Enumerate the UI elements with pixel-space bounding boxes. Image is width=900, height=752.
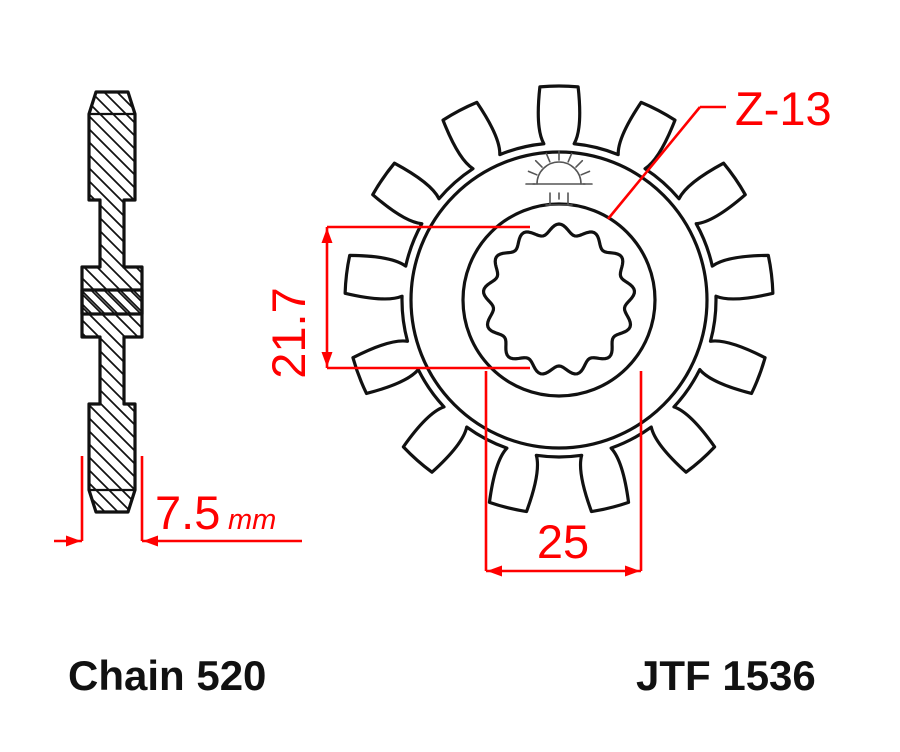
- hatch-stroke: [432, 280, 674, 522]
- dimension-annotations: [54, 105, 726, 577]
- hatch-stroke: [132, 92, 142, 314]
- hatch-stroke: [211, 280, 453, 522]
- surface-finish-ray: [567, 152, 573, 163]
- hatch-stroke: [82, 92, 142, 314]
- hatch-stroke: [82, 290, 142, 512]
- hatch-stroke: [82, 290, 129, 512]
- hatch-stroke: [302, 280, 544, 522]
- hatch-stroke: [341, 280, 583, 522]
- width-arrow-right: [625, 565, 640, 577]
- hatch-stroke: [289, 280, 531, 522]
- part-number-caption: JTF 1536: [636, 652, 816, 699]
- surface-finish-arc: [536, 161, 582, 185]
- hatch-stroke: [224, 280, 466, 522]
- hatch-stroke: [82, 290, 142, 512]
- hatch-stroke: [82, 290, 116, 512]
- hatch-stroke: [393, 82, 635, 324]
- hatch-stroke: [0, 280, 63, 522]
- hatch-stroke: [82, 290, 142, 512]
- hatch-stroke: [82, 92, 142, 314]
- hatch-stroke: [82, 92, 142, 314]
- surface-finish-ray: [545, 152, 551, 163]
- thickness-arrow-right: [143, 535, 158, 547]
- hatch-stroke: [0, 280, 24, 522]
- hatch-stroke: [82, 290, 142, 512]
- width-arrow-left: [487, 565, 502, 577]
- hatch-stroke: [82, 290, 90, 512]
- hatch-stroke: [341, 82, 583, 324]
- thickness-arrow-left: [66, 535, 81, 547]
- thickness-label: 7.5: [155, 486, 220, 539]
- hatch-stroke: [82, 92, 116, 314]
- side-section-view: [0, 82, 687, 522]
- surface-finish-symbol: [525, 150, 593, 206]
- hatch-stroke: [82, 92, 142, 314]
- hatch-stroke: [354, 280, 596, 522]
- upper-hatch-group: [0, 82, 661, 324]
- hatch-stroke: [0, 82, 76, 324]
- hatch-stroke: [82, 290, 142, 512]
- hatch-stroke: [82, 92, 142, 314]
- hatch-stroke: [82, 92, 142, 314]
- spline-width-label: 25: [537, 515, 589, 568]
- surface-finish-ray: [580, 170, 591, 176]
- sprocket-hub-circle: [461, 202, 657, 398]
- hatch-stroke: [445, 280, 687, 522]
- hatch-stroke: [0, 280, 50, 522]
- hatch-stroke: [198, 82, 440, 324]
- hatch-stroke: [82, 290, 142, 512]
- leader-slant-line: [606, 106, 702, 220]
- hatch-stroke: [393, 280, 635, 522]
- hatch-stroke: [82, 92, 90, 314]
- hatch-stroke: [82, 92, 103, 314]
- hatch-stroke: [0, 280, 76, 522]
- spline-height-label: 21.7: [262, 287, 315, 378]
- section-lower-tooth: [80, 288, 144, 514]
- thickness-unit-label: mm: [228, 504, 276, 536]
- hatch-stroke: [380, 82, 622, 324]
- hatch-stroke: [315, 82, 557, 324]
- hatch-stroke: [82, 92, 142, 314]
- hatch-stroke: [0, 82, 37, 324]
- hatch-stroke: [380, 280, 622, 522]
- height-arrow-top: [321, 228, 333, 243]
- hatch-stroke: [0, 280, 11, 522]
- height-arrow-bottom: [321, 352, 333, 367]
- hatch-stroke: [406, 280, 648, 522]
- hatch-stroke: [82, 92, 142, 314]
- hatch-stroke: [82, 92, 142, 314]
- hatch-stroke: [211, 82, 453, 324]
- hatch-stroke: [0, 280, 37, 522]
- hatch-stroke: [93, 290, 142, 512]
- sprocket-tooth-outline: [343, 84, 775, 514]
- hatch-stroke: [82, 92, 142, 314]
- hatch-stroke: [0, 82, 50, 324]
- hatch-stroke: [82, 290, 142, 512]
- hatch-stroke: [82, 92, 142, 314]
- hatch-stroke: [0, 82, 24, 324]
- hatch-stroke: [82, 290, 103, 512]
- chain-size-caption: Chain 520: [68, 652, 266, 699]
- hatch-stroke: [82, 92, 142, 314]
- hatch-stroke: [406, 82, 648, 324]
- sprocket-face-view: [343, 84, 775, 514]
- surface-finish-ray: [575, 159, 584, 168]
- hatch-stroke: [82, 92, 142, 314]
- tooth-count-label: Z-13: [735, 82, 832, 135]
- hatch-stroke: [82, 290, 142, 512]
- hatch-stroke: [315, 280, 557, 522]
- hatch-stroke: [419, 82, 661, 324]
- hatch-stroke: [82, 92, 129, 314]
- hatch-stroke: [0, 82, 11, 324]
- hatch-stroke: [82, 290, 142, 512]
- surface-finish-ray: [534, 159, 543, 168]
- hatch-stroke: [82, 92, 142, 314]
- surface-finish-ray: [527, 170, 538, 176]
- hatch-stroke: [0, 82, 63, 324]
- hatch-stroke: [302, 82, 544, 324]
- spline-bore-outline: [481, 222, 637, 376]
